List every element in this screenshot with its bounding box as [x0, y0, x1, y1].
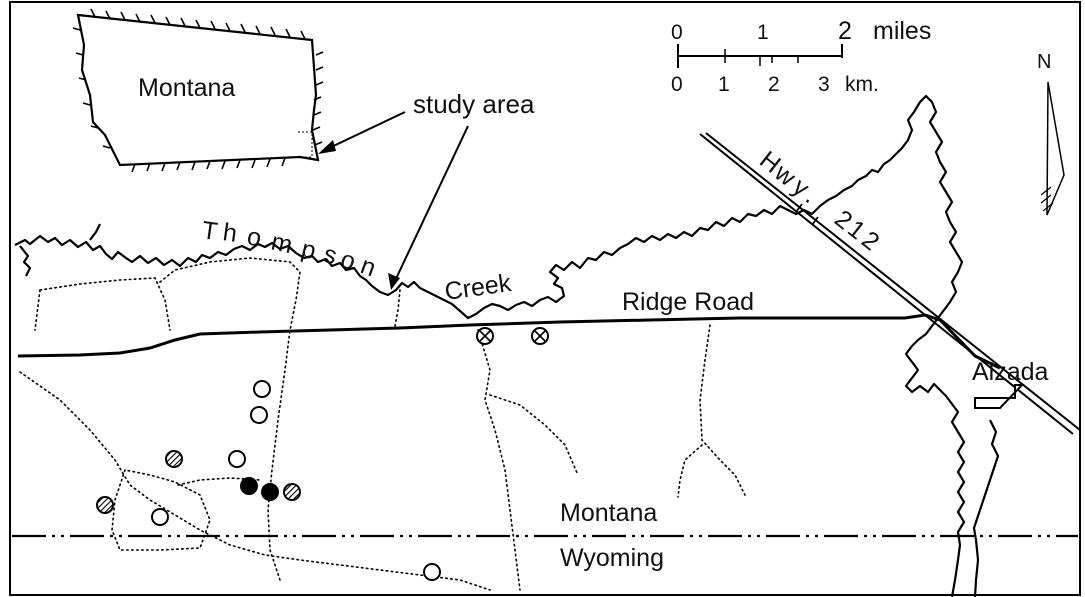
study-area-arrow-inset — [324, 111, 406, 151]
scale-km-2: 2 — [768, 73, 780, 96]
thompson-creek — [14, 94, 1000, 597]
north-arrow-ticks — [1040, 186, 1054, 212]
study-area-arrowhead-inset — [318, 140, 336, 154]
site-open — [253, 380, 271, 398]
wyoming-state-label: Wyoming — [560, 544, 664, 572]
north-label: N — [1037, 51, 1051, 73]
thompson-letter: h — [221, 218, 239, 248]
scale-bar: 0 1 2 miles 0 1 2 3 km. — [671, 17, 931, 96]
highway-label: H w y . 2 1 2 — [754, 146, 884, 257]
site-hatched — [165, 450, 183, 468]
thompson-letter: p — [299, 235, 319, 266]
thompson-label: T h o m p s o n — [200, 216, 379, 282]
scale-mile-2: 2 — [838, 17, 852, 45]
thompson-letter: o — [245, 222, 264, 252]
ridge-road-label: Ridge Road — [622, 288, 754, 316]
north-arrow-shape — [1046, 81, 1065, 216]
alzada-label: Alzada — [972, 358, 1049, 386]
thompson-letter: T — [200, 216, 219, 246]
inset-study-box — [298, 131, 313, 158]
scale-miles-unit: miles — [873, 17, 931, 45]
study-area-arrowhead-map — [388, 273, 400, 290]
montana-state-label: Montana — [560, 499, 657, 527]
creek-label: Creek — [443, 269, 513, 306]
study-area-arrow-map — [393, 125, 469, 284]
site-crossed-mark — [534, 330, 546, 342]
study-area-label: study area — [413, 89, 535, 119]
highway-212 — [699, 132, 1081, 435]
highway-bridge — [795, 203, 819, 226]
scale-mile-1: 1 — [757, 21, 769, 44]
creek-branch — [972, 419, 1000, 597]
thompson-letter: n — [357, 251, 380, 282]
alzada-town: Alzada — [972, 358, 1049, 409]
scale-mile-0: 0 — [671, 21, 683, 44]
site-open — [228, 450, 246, 468]
site-open — [151, 508, 169, 526]
map-frame — [9, 1, 1081, 596]
scale-km-unit: km. — [845, 73, 879, 96]
site-filled — [261, 483, 279, 501]
site-open — [250, 406, 268, 424]
dotted-trails — [19, 257, 746, 591]
scale-km-1: 1 — [718, 73, 730, 96]
thompson-letter: m — [269, 227, 295, 259]
inset-montana: Montana study area — [72, 8, 535, 290]
site-hatched — [283, 483, 301, 501]
site-crossed-mark — [479, 330, 491, 342]
scale-km-0: 0 — [671, 73, 683, 96]
site-hatched — [96, 496, 114, 514]
creek-channel — [14, 94, 966, 597]
thompson-letter: s — [320, 240, 340, 270]
site-open — [423, 563, 441, 581]
inset-state-label: Montana — [138, 74, 235, 102]
alzada-town-outline — [974, 384, 1025, 409]
site-filled — [240, 477, 258, 495]
scale-km-3: 3 — [818, 73, 830, 96]
north-arrow: N — [1037, 51, 1065, 216]
site-symbols — [96, 327, 549, 581]
montana-hachures — [72, 8, 324, 173]
ridge-road — [17, 313, 1001, 370]
creek-west-tributary — [19, 223, 101, 277]
